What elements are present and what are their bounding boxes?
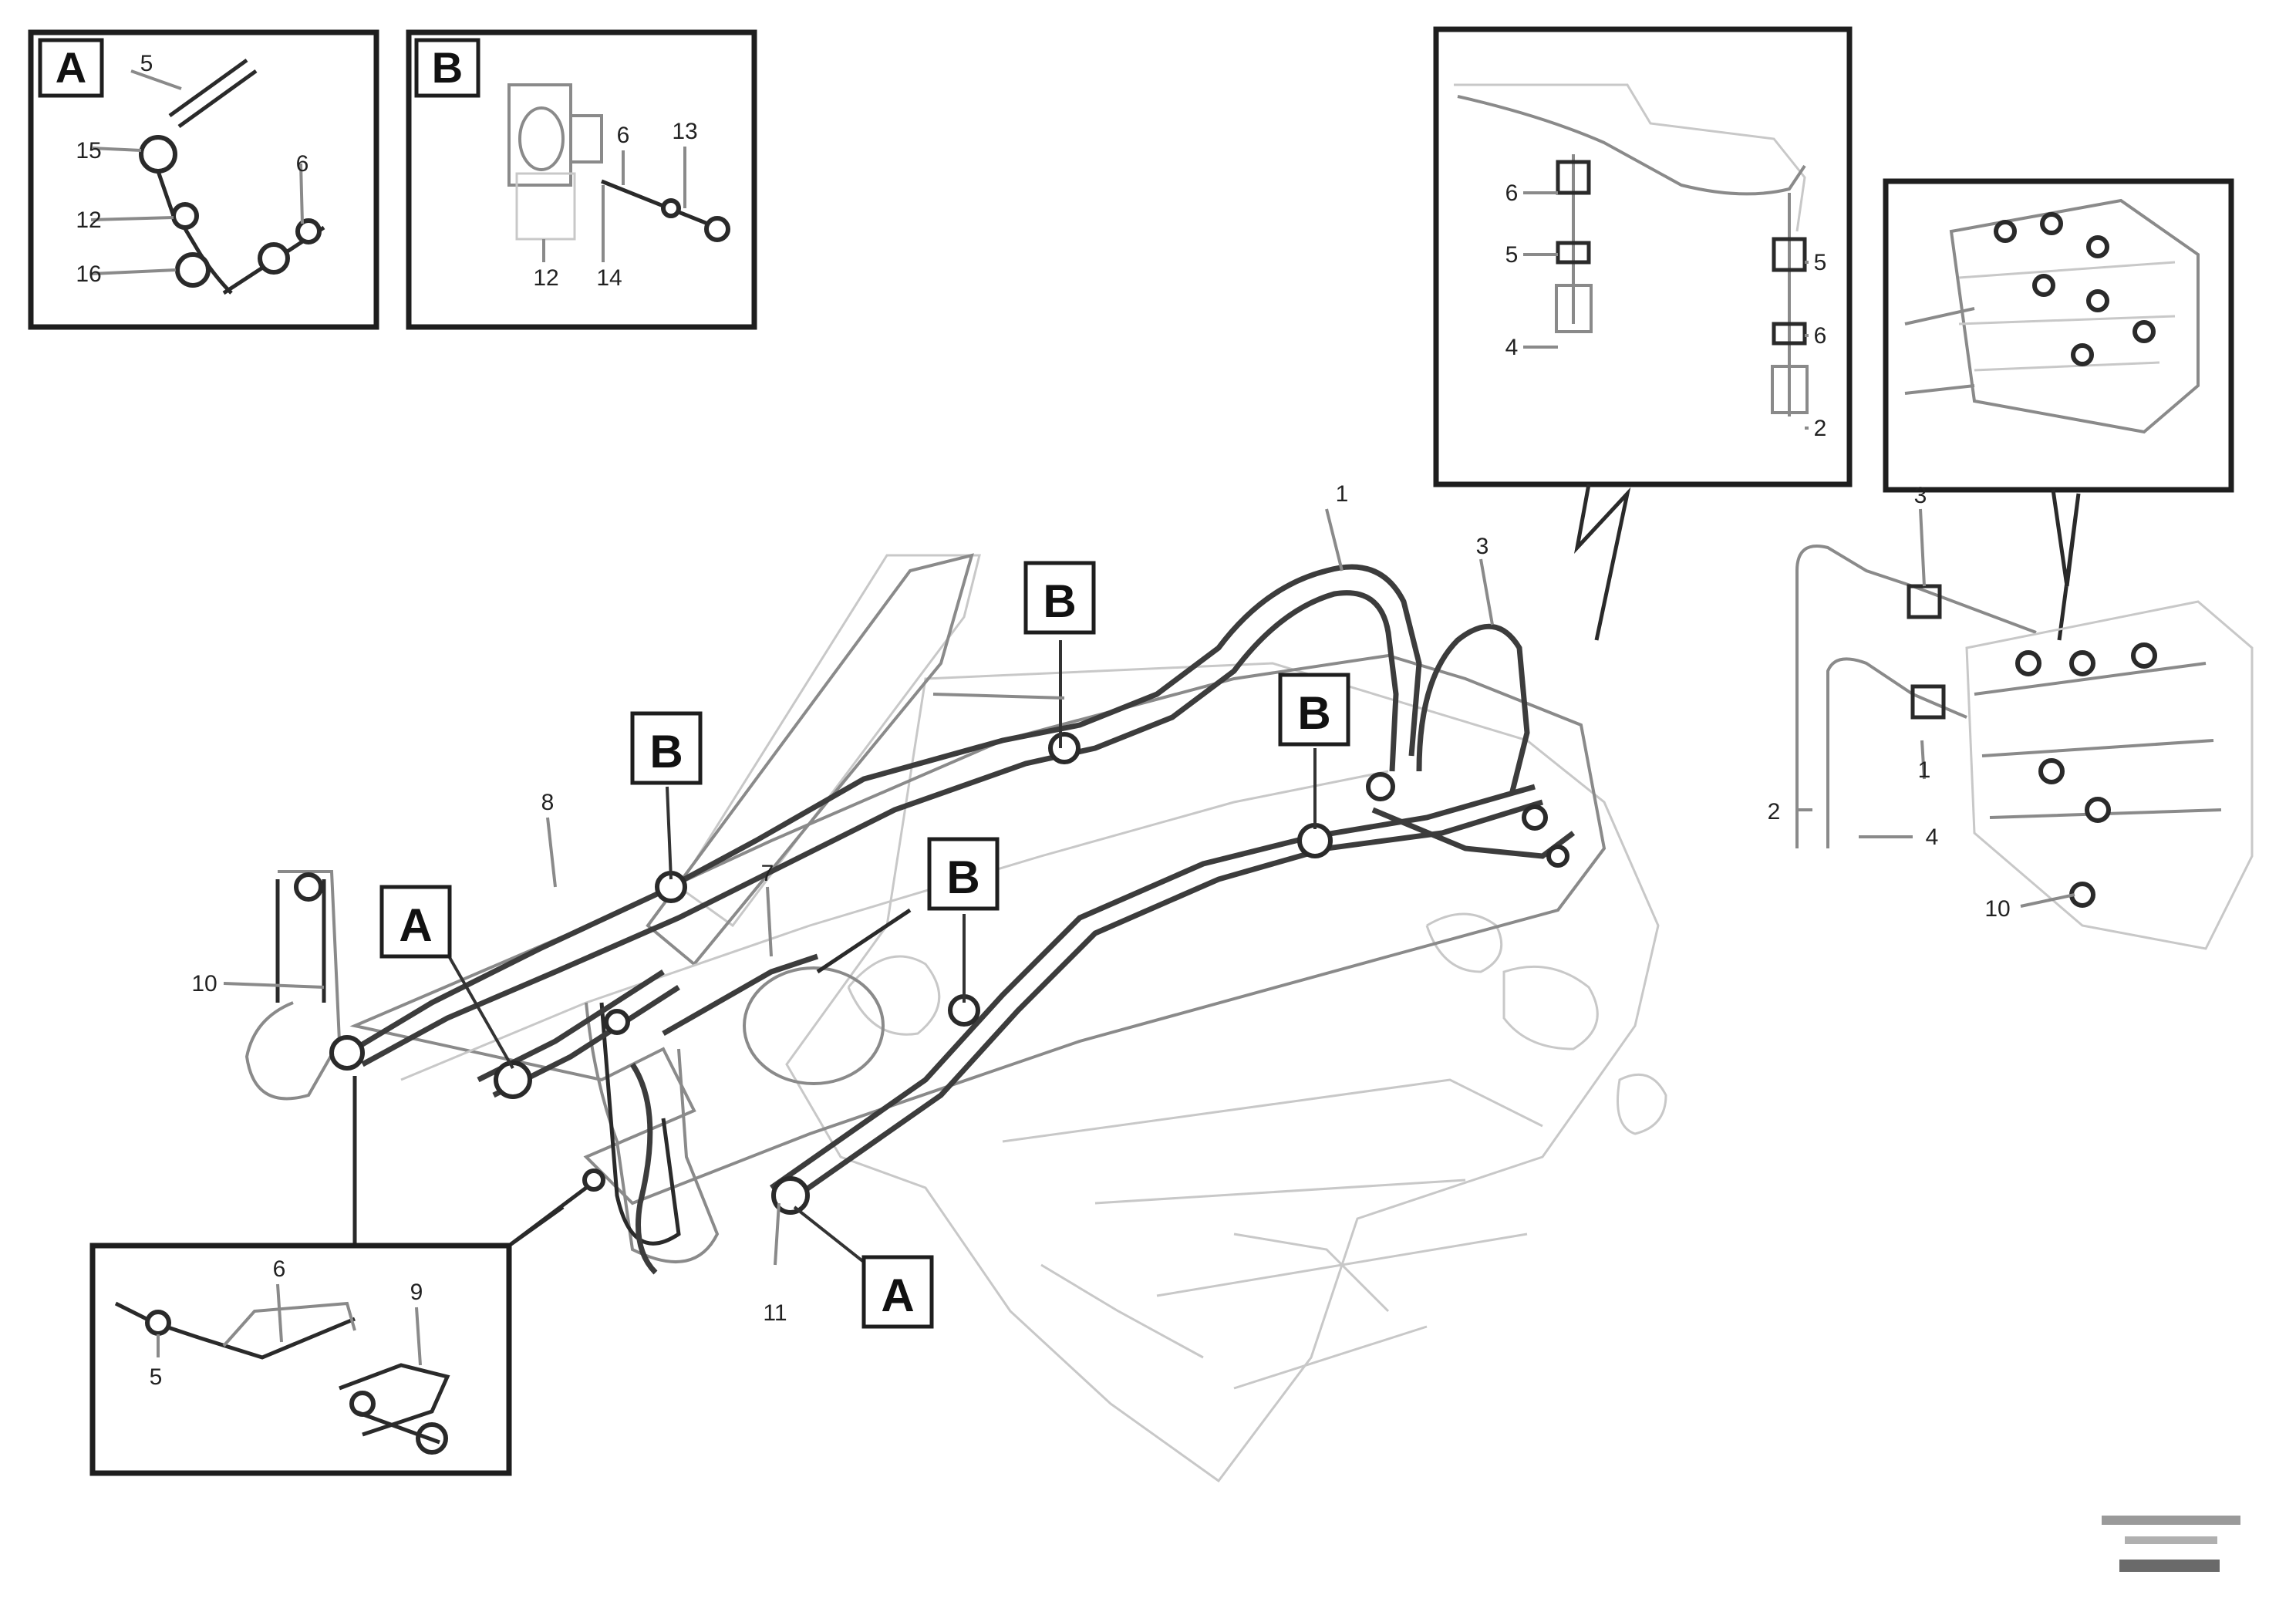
label-inset-b-12: 12 [533, 265, 558, 291]
label-main-1: 1 [1336, 481, 1349, 507]
label-inset-b-6: 6 [617, 123, 630, 148]
boom-arm [244, 553, 1607, 1263]
inset-upper-fittings-drawing [1454, 83, 1809, 430]
machine-outline [676, 554, 1667, 1483]
inset-a: A 5 15 12 16 6 [28, 29, 379, 330]
main-fittings [329, 732, 1569, 1215]
label-inset-a-6: 6 [296, 151, 309, 177]
callout-tag-b-2: B [630, 711, 703, 785]
label-inset-b-14: 14 [596, 265, 622, 291]
label-main-3: 3 [1476, 534, 1489, 559]
label-right-10: 10 [1984, 896, 2010, 922]
label-main-11: 11 [763, 1300, 787, 1326]
label-main-10: 10 [191, 971, 217, 996]
label-right-2: 2 [1768, 799, 1781, 824]
label-upper-6: 6 [1505, 180, 1519, 206]
callout-tag-b-3: B [1278, 673, 1350, 747]
label-lower-9: 9 [410, 1280, 423, 1305]
label-right-1: 1 [1918, 757, 1931, 783]
svg-text:B: B [649, 726, 683, 777]
svg-text:B: B [946, 851, 979, 903]
svg-text:A: A [881, 1270, 914, 1321]
inset-lower-pointer [352, 1076, 588, 1248]
inset-b-tag [414, 38, 480, 98]
drawing-reference [2102, 1516, 2240, 1572]
label-upper-6b: 6 [1814, 323, 1827, 349]
inset-b-drawing [507, 83, 730, 262]
label-inset-a-15: 15 [76, 138, 101, 164]
label-inset-a-5: 5 [140, 51, 153, 76]
callout-tag-a-1: A [379, 885, 452, 959]
label-upper-4: 4 [1505, 335, 1519, 360]
label-main-7: 7 [761, 861, 774, 886]
callout-tag-a-2: A [861, 1255, 934, 1329]
svg-text:B: B [1297, 687, 1330, 739]
inset-b-tag-label: B [432, 43, 463, 92]
svg-text:A: A [399, 899, 432, 951]
inset-a-drawing [90, 58, 325, 295]
right-valve-assembly: 3 1 2 4 10 [1768, 483, 2254, 950]
inset-a-tag [38, 38, 104, 98]
inset-b: B 13 6 12 14 [406, 29, 757, 330]
label-inset-a-12: 12 [76, 207, 101, 233]
inset-lower-left-frame [89, 1243, 512, 1476]
label-main-8: 8 [541, 790, 555, 815]
callout-tag-b-4: B [927, 837, 1000, 911]
inset-lower-left-drawing [114, 1283, 450, 1455]
label-lower-6: 6 [273, 1256, 286, 1282]
callout-tag-b-1: B [1023, 561, 1096, 635]
label-right-4: 4 [1926, 824, 1939, 850]
inset-upper-fittings: 6 5 4 5 6 2 [1433, 26, 1853, 641]
inset-lower-left: 6 9 5 [89, 1076, 588, 1476]
inset-a-tag-label: A [56, 43, 86, 92]
inset-upper-pointer [1573, 484, 1631, 641]
label-lower-5: 5 [150, 1364, 163, 1390]
inset-valve-block-drawing [1904, 198, 2200, 434]
label-inset-b-13: 13 [672, 119, 697, 144]
inset-valve-pointer [2051, 489, 2081, 641]
label-upper-5: 5 [1505, 242, 1519, 268]
inset-upper-fittings-frame [1433, 26, 1853, 487]
label-upper-2: 2 [1814, 416, 1827, 441]
label-right-3: 3 [1914, 483, 1927, 508]
inset-valve-block [1883, 178, 2234, 641]
label-upper-5b: 5 [1814, 250, 1827, 275]
svg-text:B: B [1043, 575, 1076, 627]
label-inset-a-16: 16 [76, 261, 101, 287]
